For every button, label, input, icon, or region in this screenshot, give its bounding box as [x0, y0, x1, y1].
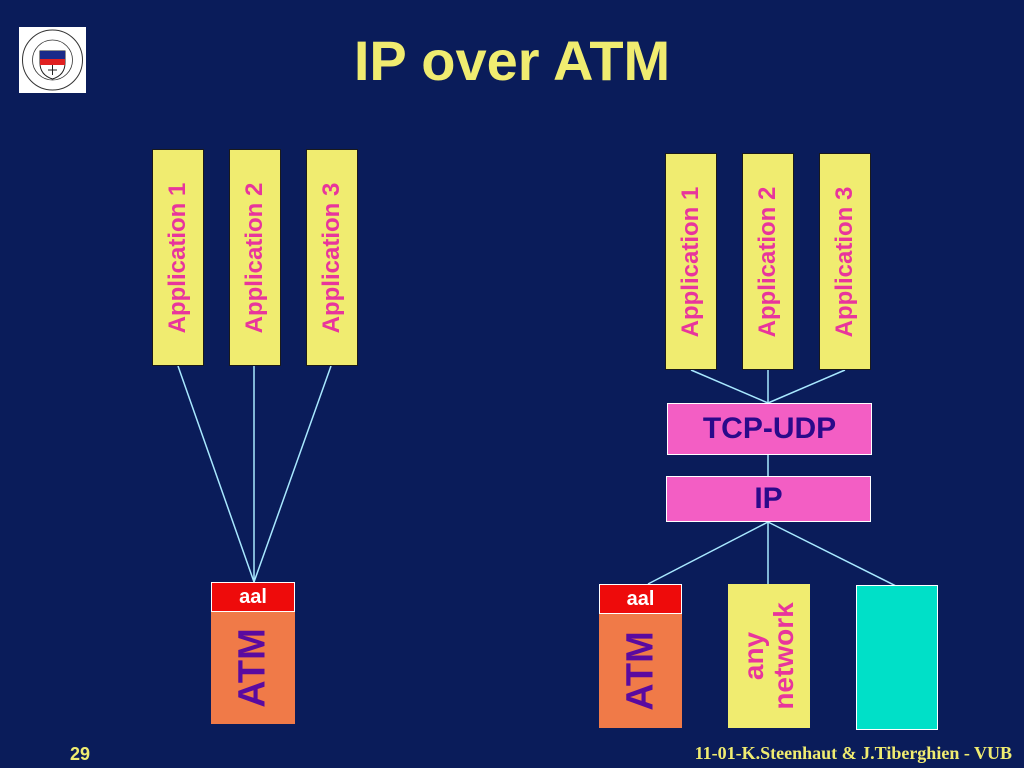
slide-number: 29 — [70, 744, 91, 764]
university-seal-icon — [22, 29, 83, 91]
right-aal-box: aal — [599, 584, 682, 614]
application-label: Application 2 — [754, 186, 781, 337]
tcp-udp-box: TCP-UDP — [667, 403, 872, 455]
application-label: Application 3 — [831, 186, 858, 337]
ip-label: IP — [754, 482, 783, 515]
atm-label: ATM — [619, 631, 661, 711]
other-network-box — [856, 585, 938, 730]
right-atm-box: ATM — [599, 614, 682, 728]
any-network-label: any network — [738, 602, 799, 710]
connector-line — [253, 365, 332, 583]
left-application-3: Application 3 — [306, 149, 358, 366]
application-label: Application 1 — [677, 186, 704, 337]
connector-line — [177, 365, 255, 583]
atm-label: ATM — [231, 628, 274, 708]
right-application-1: Application 1 — [665, 153, 717, 370]
connector-line — [690, 369, 769, 404]
application-label: Application 1 — [164, 182, 191, 333]
any-network-box: any network — [728, 584, 810, 728]
connector-line — [767, 521, 901, 589]
right-application-2: Application 2 — [742, 153, 794, 370]
logo — [19, 27, 86, 93]
connector-line — [767, 369, 846, 404]
connector-line — [647, 521, 769, 585]
aal-label: aal — [239, 585, 267, 608]
aal-label: aal — [626, 587, 655, 610]
application-label: Application 2 — [241, 182, 268, 333]
left-application-1: Application 1 — [152, 149, 204, 366]
ip-box: IP — [666, 476, 871, 522]
tcp-udp-label: TCP-UDP — [702, 412, 837, 445]
left-application-2: Application 2 — [229, 149, 281, 366]
left-aal-box: aal — [211, 582, 295, 612]
left-atm-box: ATM — [211, 612, 295, 724]
slide-title: IP over ATM — [353, 29, 671, 92]
right-application-3: Application 3 — [819, 153, 871, 370]
application-label: Application 3 — [318, 182, 345, 333]
footer-credit: 11-01-K.Steenhaut & J.Tiberghien - VUB — [694, 743, 1012, 763]
